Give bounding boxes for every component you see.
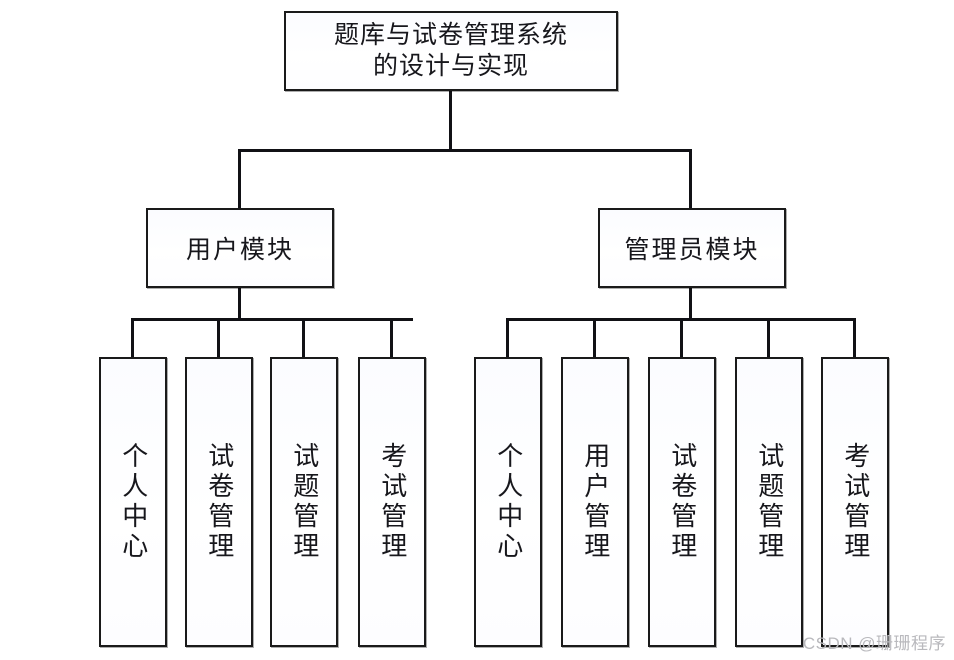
leaf-node-admin-user-management: 用户管理 <box>561 357 629 647</box>
root-node-system-title: 题库与试卷管理系统 的设计与实现 <box>284 11 618 91</box>
connector-to-admin-module <box>689 149 692 210</box>
connector-user-stem <box>238 287 241 320</box>
module-label-admin: 管理员模块 <box>624 237 760 264</box>
connector-user-leaf-4 <box>390 318 393 359</box>
leaf-label: 试卷管理 <box>667 442 697 562</box>
leaf-label: 试卷管理 <box>204 442 234 562</box>
module-label-user: 用户模块 <box>185 237 294 264</box>
connector-admin-leaf-3 <box>680 318 683 359</box>
leaf-node-user-exam-management: 考试管理 <box>358 357 426 647</box>
module-node-user: 用户模块 <box>146 208 334 288</box>
connector-to-user-module <box>238 149 241 210</box>
root-title-line-1: 题库与试卷管理系统 <box>333 22 568 49</box>
leaf-node-admin-exam-management: 考试管理 <box>821 357 889 647</box>
leaf-node-admin-paper-management: 试卷管理 <box>648 357 716 647</box>
leaf-node-admin-question-management: 试题管理 <box>735 357 803 647</box>
leaf-node-admin-personal-center: 个人中心 <box>474 357 542 647</box>
leaf-node-user-question-management: 试题管理 <box>270 357 338 647</box>
leaf-label: 用户管理 <box>580 442 610 562</box>
module-node-admin: 管理员模块 <box>598 208 786 288</box>
leaf-label: 试题管理 <box>289 442 319 562</box>
connector-admin-stem <box>689 287 692 320</box>
connector-user-leaf-3 <box>302 318 305 359</box>
leaf-node-user-paper-management: 试卷管理 <box>185 357 253 647</box>
connector-admin-leaf-2 <box>593 318 596 359</box>
connector-admin-leaf-5 <box>853 318 856 359</box>
leaf-label: 个人中心 <box>493 442 523 562</box>
connector-user-leaf-2 <box>217 318 220 359</box>
connector-user-bus <box>131 318 413 321</box>
leaf-node-user-personal-center: 个人中心 <box>99 357 167 647</box>
connector-main-bus <box>238 149 692 152</box>
leaf-label: 考试管理 <box>840 442 870 562</box>
connector-user-leaf-1 <box>131 318 134 359</box>
connector-admin-leaf-4 <box>767 318 770 359</box>
leaf-label: 个人中心 <box>118 442 148 562</box>
connector-root-trunk <box>449 91 452 151</box>
connector-admin-leaf-1 <box>506 318 509 359</box>
leaf-label: 试题管理 <box>754 442 784 562</box>
csdn-watermark: CSDN @珊珊程序 <box>802 634 946 653</box>
root-title-line-2: 的设计与实现 <box>372 53 529 80</box>
leaf-label: 考试管理 <box>377 442 407 562</box>
